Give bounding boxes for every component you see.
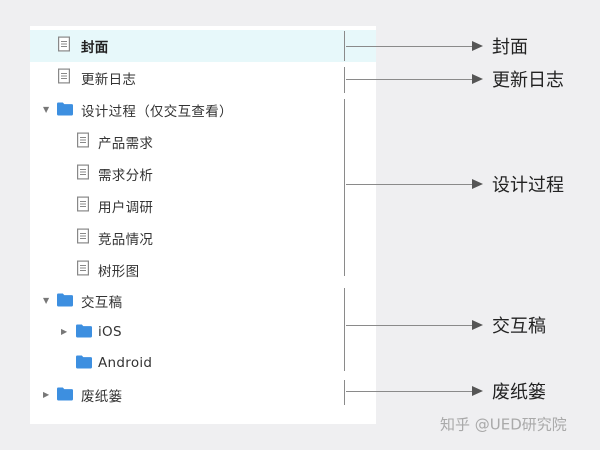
page-icon [77, 196, 90, 216]
annotation-bracket [344, 67, 345, 93]
watermark: 知乎 @UED研究院 [440, 415, 567, 434]
arrow-head-icon [472, 320, 483, 330]
tree-item-design-process[interactable]: ▼ 设计过程（仅交互查看） [30, 94, 376, 126]
tree-item-label: 封面 [81, 40, 109, 56]
tree-item-cover[interactable]: 封面 [30, 30, 376, 62]
arrow-head-icon [472, 179, 483, 189]
tree-item-requirement-analysis[interactable]: 需求分析 [30, 158, 376, 190]
tree-item-user-research[interactable]: 用户调研 [30, 190, 376, 222]
tree-item-label: 交互稿 [81, 295, 123, 311]
annotation-bracket [344, 31, 345, 61]
folder-icon [57, 292, 73, 311]
annotation-arrow-line [346, 46, 472, 47]
folder-icon [57, 101, 73, 120]
page-icon [77, 228, 90, 248]
annotation-arrow-line [346, 79, 472, 80]
tree-item-label: iOS [98, 324, 122, 340]
folder-icon [57, 386, 73, 405]
tree-item-label: 更新日志 [81, 72, 137, 88]
annotation-label: 废纸篓 [492, 382, 546, 403]
annotation-label: 交互稿 [492, 316, 546, 337]
tree-item-label: 废纸篓 [81, 389, 123, 405]
tree-item-label: 需求分析 [98, 168, 154, 184]
page-icon [77, 164, 90, 184]
page-icon [58, 68, 71, 88]
annotation-label: 封面 [492, 37, 528, 58]
arrow-head-icon [472, 74, 483, 84]
caret-down-icon[interactable]: ▼ [43, 296, 50, 305]
page-icon [77, 260, 90, 280]
caret-right-icon[interactable]: ▶ [61, 327, 68, 336]
tree-item-label: 用户调研 [98, 200, 154, 216]
tree-item-trash[interactable]: ▶ 废纸篓 [30, 379, 376, 411]
tree-item-label: 产品需求 [98, 136, 154, 152]
folder-icon [76, 354, 92, 373]
tree-item-ios[interactable]: ▶ iOS [30, 316, 376, 348]
annotation-arrow-line [346, 391, 472, 392]
arrow-head-icon [472, 41, 483, 51]
annotation-bracket [344, 288, 345, 371]
tree-item-product-requirements[interactable]: 产品需求 [30, 126, 376, 158]
tree-item-label: 竞品情况 [98, 232, 154, 248]
caret-right-icon[interactable]: ▶ [43, 390, 50, 399]
annotation-label: 设计过程 [492, 175, 564, 196]
page-icon [77, 132, 90, 152]
tree-item-changelog[interactable]: 更新日志 [30, 62, 376, 94]
tree-item-label: 树形图 [98, 264, 140, 280]
page-icon [58, 36, 71, 56]
tree-item-tree-diagram[interactable]: 树形图 [30, 254, 376, 286]
annotation-bracket [344, 380, 345, 405]
tree-item-interaction-drafts[interactable]: ▼ 交互稿 [30, 285, 376, 317]
annotation-arrow-line [346, 184, 472, 185]
tree-item-android[interactable]: Android [30, 347, 376, 379]
annotation-bracket [344, 99, 345, 276]
tree-item-competitors[interactable]: 竞品情况 [30, 222, 376, 254]
annotation-arrow-line [346, 325, 472, 326]
annotation-label: 更新日志 [492, 70, 564, 91]
arrow-head-icon [472, 386, 483, 396]
tree-item-label: 设计过程（仅交互查看） [81, 104, 233, 120]
tree-item-label: Android [98, 355, 153, 371]
folder-icon [76, 323, 92, 342]
caret-down-icon[interactable]: ▼ [43, 105, 50, 114]
